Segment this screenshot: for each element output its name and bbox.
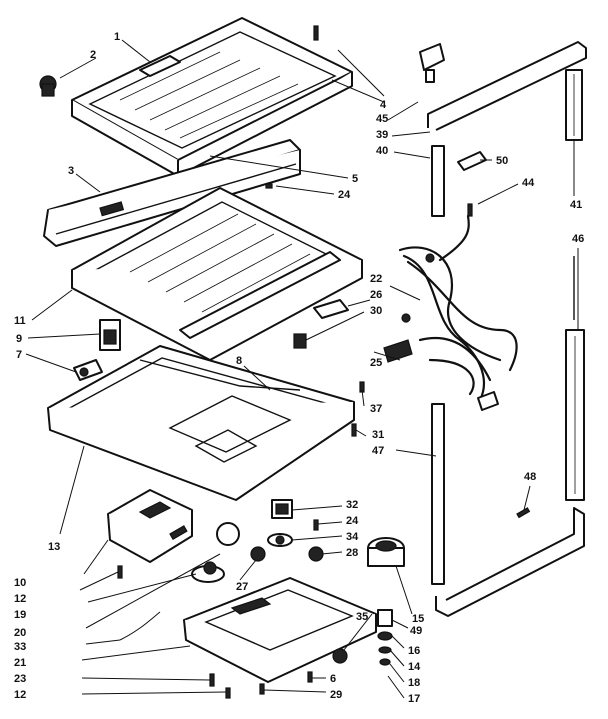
label-24-mid: 24 [346, 515, 359, 527]
gasket-strip-46 [565, 329, 585, 501]
label-27: 27 [236, 581, 248, 593]
clip-50 [457, 151, 487, 171]
part-34-fan [267, 533, 293, 547]
gasket-strip-40 [431, 145, 445, 217]
label-49: 49 [410, 625, 422, 637]
label-37: 37 [370, 403, 382, 415]
label-31: 31 [372, 429, 384, 441]
label-1: 1 [114, 31, 120, 43]
label-5: 5 [352, 173, 358, 185]
label-20: 20 [14, 627, 26, 639]
part-27-hub [216, 522, 266, 562]
drain-pan [183, 577, 377, 683]
label-8: 8 [236, 355, 242, 367]
label-29: 29 [330, 689, 342, 701]
gasket-frame-47 [431, 403, 445, 585]
part-32-mount [271, 499, 293, 519]
part-26-pad [313, 299, 349, 319]
label-19: 19 [14, 609, 26, 621]
label-16: 16 [408, 645, 420, 657]
label-23: 23 [14, 673, 26, 685]
label-7: 7 [16, 349, 22, 361]
part-30-connector [293, 333, 307, 349]
control-box [107, 489, 193, 563]
label-41: 41 [570, 199, 582, 211]
label-44: 44 [522, 177, 535, 189]
gasket-frame-39 [427, 41, 587, 131]
label-13: 13 [48, 541, 60, 553]
label-46: 46 [572, 233, 584, 245]
label-47: 47 [372, 445, 384, 457]
label-6: 6 [330, 673, 336, 685]
label-21: 21 [14, 657, 26, 669]
label-30: 30 [370, 305, 382, 317]
label-2: 2 [90, 49, 96, 61]
label-3: 3 [68, 165, 74, 177]
part-labels: 1 2 3 4 45 39 40 50 44 5 24 41 46 22 26 … [14, 31, 584, 705]
evaporator-cover [71, 187, 363, 361]
label-12-lower: 12 [14, 689, 26, 701]
label-10: 10 [14, 577, 26, 589]
part-35-foot [332, 648, 348, 664]
clip-45 [419, 43, 445, 83]
gasket-strip-41 [565, 69, 583, 141]
label-28: 28 [346, 547, 358, 559]
part-19-bracket [191, 561, 225, 583]
part-16-cup [377, 609, 393, 666]
label-34: 34 [346, 531, 359, 543]
label-15: 15 [412, 613, 424, 625]
label-18: 18 [408, 677, 420, 689]
screws [117, 25, 531, 699]
label-12-upper: 12 [14, 593, 26, 605]
base-tray [47, 345, 355, 501]
label-45: 45 [376, 113, 388, 125]
part-7-clip [73, 359, 103, 381]
label-26: 26 [370, 289, 382, 301]
part-15-compressor [367, 537, 405, 567]
label-11: 11 [14, 315, 26, 327]
label-9: 9 [16, 333, 22, 345]
gasket-frame-49 [435, 507, 585, 617]
top-cover-plate [71, 17, 353, 177]
label-48: 48 [524, 471, 536, 483]
label-25: 25 [370, 357, 382, 369]
label-35: 35 [356, 611, 368, 623]
label-33: 33 [14, 641, 26, 653]
label-32: 32 [346, 499, 358, 511]
leader-lines [25, 39, 579, 699]
wiring-harness [383, 214, 518, 411]
label-50: 50 [496, 155, 508, 167]
part-9-switch [99, 319, 121, 351]
label-14: 14 [408, 661, 421, 673]
label-22: 22 [370, 273, 382, 285]
part-2-knob [39, 75, 57, 97]
label-4: 4 [380, 99, 387, 111]
label-17: 17 [408, 693, 420, 705]
label-39: 39 [376, 129, 388, 141]
part-28-nut [308, 546, 324, 562]
label-40: 40 [376, 145, 388, 157]
label-24-top: 24 [338, 189, 351, 201]
